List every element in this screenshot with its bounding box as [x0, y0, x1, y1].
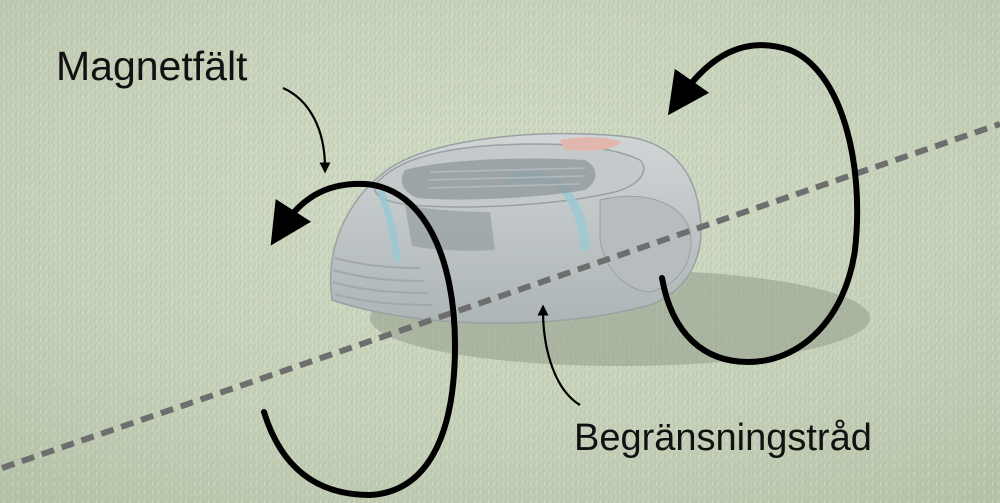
magnetic-field-label: Magnetfält — [56, 43, 248, 89]
left-field-loop-icon — [261, 180, 459, 499]
boundary-wire-pointer-icon — [537, 304, 581, 406]
boundary-wire-label: Begränsningstråd — [574, 417, 872, 459]
boundary-wire-line — [1, 121, 1000, 471]
right-field-loop-icon — [659, 42, 861, 366]
magnetic-field-pointer-icon — [282, 86, 331, 174]
robotic-lawn-mower-icon — [329, 133, 702, 324]
